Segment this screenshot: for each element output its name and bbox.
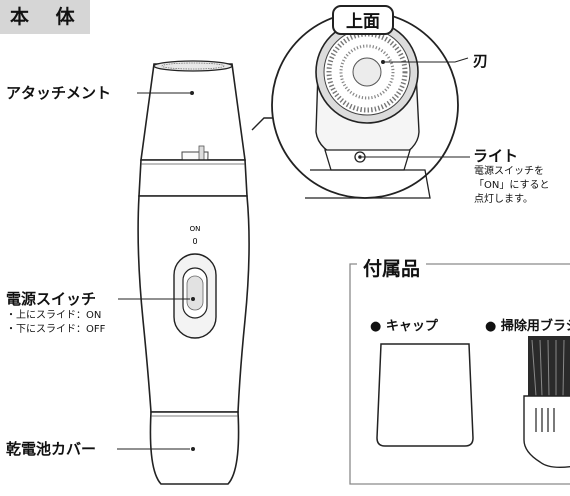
note-switch-up: ・上にスライド：ON	[6, 310, 102, 321]
accessory-cap-label: ● キャップ	[370, 319, 438, 334]
label-power-switch: 電源スイッチ	[6, 290, 97, 308]
accessories-frame	[349, 263, 570, 485]
power-switch-leader-dot	[191, 297, 195, 301]
note-light-2: 「ON」にすると	[474, 180, 550, 191]
leader-lines	[117, 57, 470, 451]
accessory-brush-label: ● 掃除用ブラシ	[485, 319, 570, 334]
device-body	[137, 60, 250, 485]
label-light: ライト	[473, 147, 519, 165]
note-light-3: 点灯します。	[474, 194, 533, 205]
cap-illustration	[376, 343, 474, 447]
battery-cover-leader-dot	[191, 447, 195, 451]
blade-leader	[385, 57, 469, 63]
label-battery-cover: 乾電池カバー	[6, 440, 97, 458]
section-title: 本 体	[0, 0, 90, 34]
switch-zero-mark: 0	[192, 237, 197, 246]
blade-leader-dot	[381, 60, 385, 64]
accessories-title: 付属品	[357, 254, 427, 281]
top-view-label: 上面	[332, 5, 394, 35]
top-view-magnifier	[251, 11, 459, 199]
label-attachment: アタッチメント	[6, 84, 112, 102]
brush-illustration	[523, 336, 570, 469]
switch-on-mark: ON	[190, 225, 201, 233]
note-light-1: 電源スイッチを	[474, 166, 544, 177]
note-switch-down: ・下にスライド：OFF	[6, 324, 106, 335]
attachment-leader-dot	[190, 91, 194, 95]
label-blade: 刃	[473, 52, 489, 70]
